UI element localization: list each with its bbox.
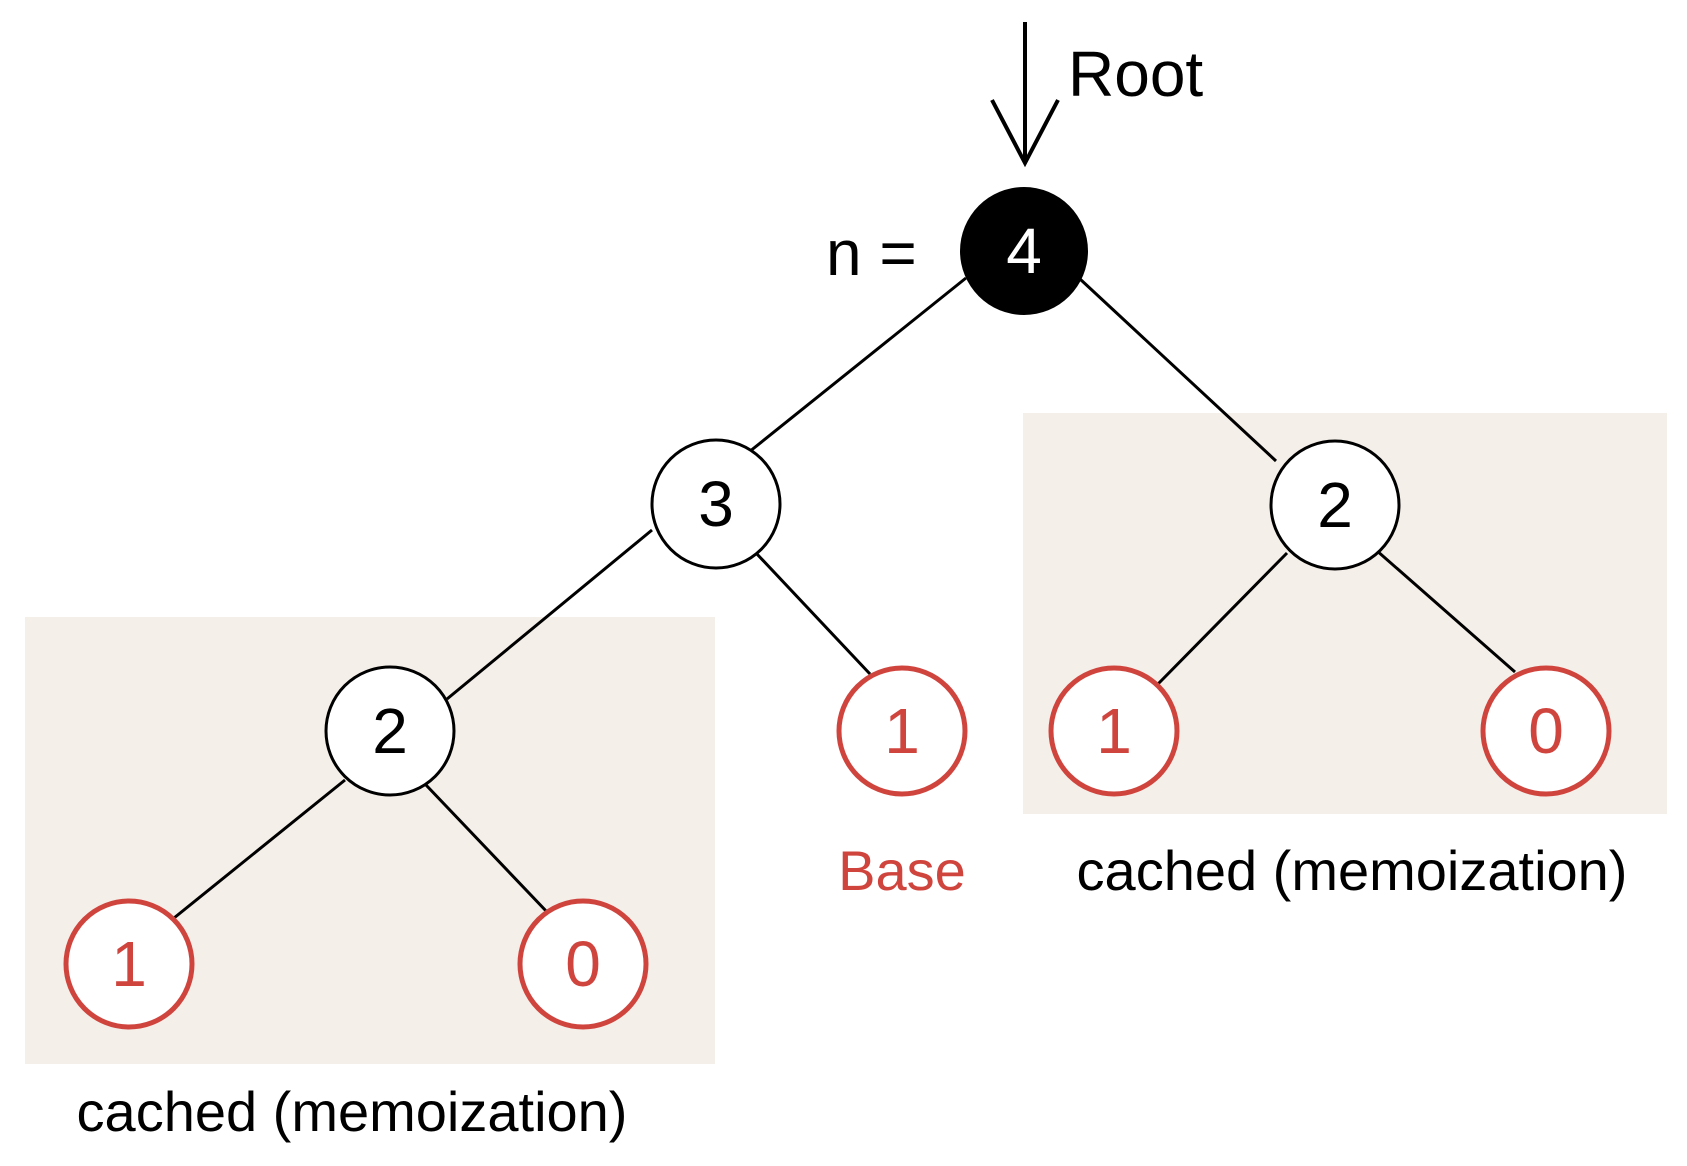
node-2-right [1269, 439, 1401, 571]
tree-edges [173, 276, 1516, 920]
edge-3-to-1-base [754, 551, 872, 676]
node-0-cached-left-value: 0 [565, 928, 601, 1000]
n-label: n = [826, 217, 917, 289]
edge-root-to-2-right [1078, 277, 1278, 463]
node-2-right-value: 2 [1317, 469, 1353, 541]
edge-2-right-to-0 [1375, 548, 1516, 674]
node-1-cached-right [1048, 665, 1180, 797]
node-3 [650, 438, 782, 570]
node-0-cached-right-value: 0 [1528, 695, 1564, 767]
edge-2-left-to-1 [173, 778, 346, 920]
edge-2-right-to-1 [1156, 551, 1289, 686]
cached-label-right: cached (memoization) [1077, 839, 1628, 902]
node-0-cached-left [517, 898, 649, 1030]
node-1-cached-left-value: 1 [111, 928, 147, 1000]
node-3-value: 3 [698, 468, 734, 540]
node-1-base [836, 665, 968, 797]
root-label: Root [1068, 38, 1203, 110]
node-root-value: 4 [1006, 215, 1042, 287]
cached-label-left: cached (memoization) [77, 1080, 628, 1143]
edge-root-to-3 [748, 276, 967, 454]
base-label: Base [838, 839, 966, 902]
node-2-left [324, 665, 456, 797]
node-2-left-value: 2 [372, 695, 408, 767]
edge-2-left-to-0 [424, 783, 550, 915]
node-0-cached-right [1480, 665, 1612, 797]
node-1-cached-right-value: 1 [1096, 695, 1132, 767]
root-arrow [990, 22, 1060, 168]
node-1-cached-left [63, 898, 195, 1030]
edge-3-to-2-left [446, 528, 653, 701]
node-1-base-value: 1 [884, 695, 920, 767]
node-root [960, 187, 1088, 315]
